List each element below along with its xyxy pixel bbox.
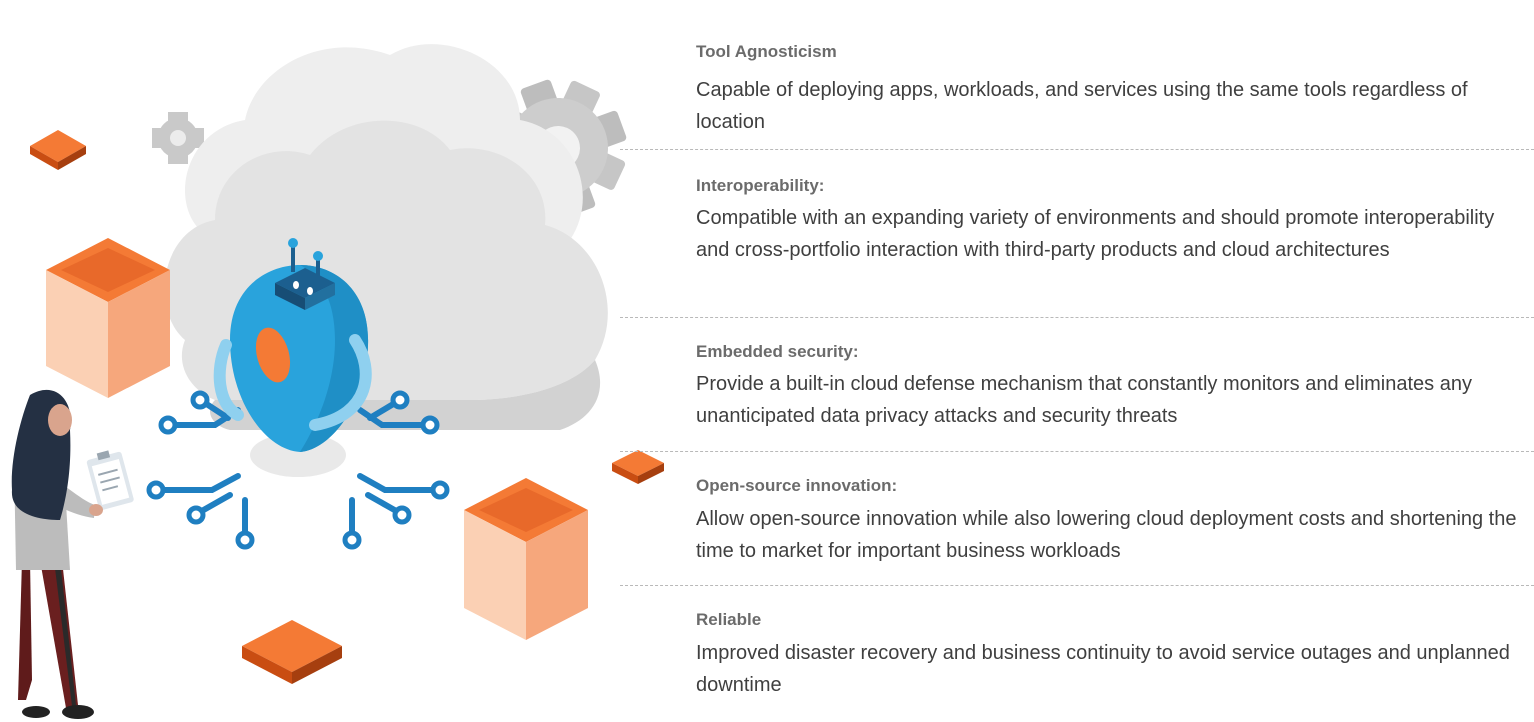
- feature-title: Tool Agnosticism: [696, 42, 837, 61]
- circuit-icon: [146, 390, 450, 550]
- feature-title: Embedded security:: [696, 342, 859, 361]
- box-icon: [46, 238, 170, 398]
- divider: [620, 585, 1534, 586]
- box-icon: [30, 130, 86, 170]
- feature-description: Provide a built-in cloud defense mechani…: [696, 373, 1472, 427]
- person-icon: [11, 389, 95, 719]
- divider: [620, 317, 1534, 318]
- clipboard-icon: [86, 450, 134, 511]
- feature-description: Compatible with an expanding variety of …: [696, 207, 1495, 261]
- box-icon: [612, 450, 664, 484]
- cloud-automation-illustration: [11, 44, 664, 719]
- feature-title: Reliable: [696, 610, 762, 629]
- box-icon: [242, 620, 342, 684]
- feature-title: Open-source innovation:: [696, 476, 898, 495]
- feature-description: Capable of deploying apps, workloads, an…: [696, 79, 1468, 133]
- robot-icon: [213, 238, 372, 452]
- gear-icon: [152, 112, 204, 164]
- feature-list: Tool Agnosticism Capable of deploying ap…: [620, 0, 1534, 722]
- divider: [620, 451, 1534, 452]
- feature-description: Allow open-source innovation while also …: [696, 508, 1517, 562]
- feature-description: Improved disaster recovery and business …: [696, 642, 1510, 696]
- feature-title: Interoperability:: [696, 176, 825, 195]
- box-icon: [464, 478, 588, 640]
- divider: [620, 149, 1534, 150]
